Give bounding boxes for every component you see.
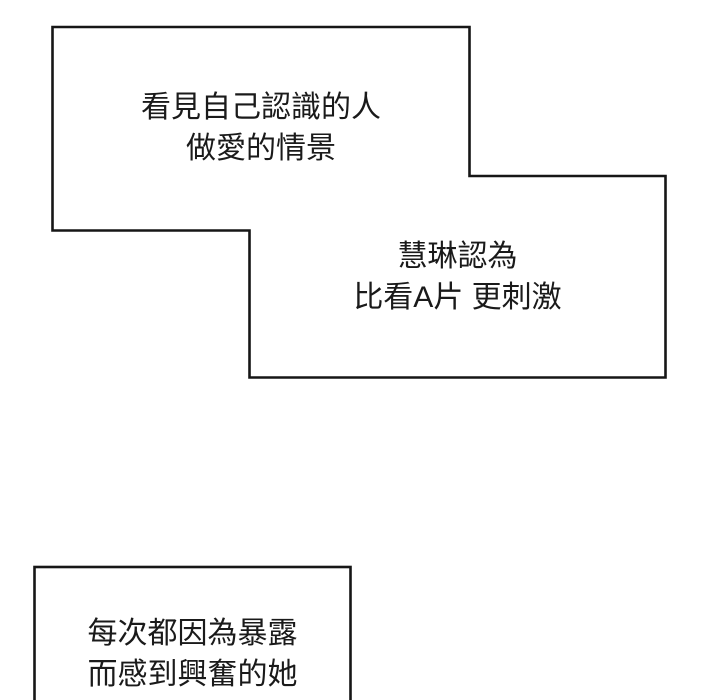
caption-mid-right: 慧琳認為 比看A片 更刺激 [353, 240, 562, 314]
caption-top-left: 看見自己認識的人 做愛的情景 [141, 91, 381, 165]
caption-bottom: 每次都因為暴露 而感到興奮的她 [87, 617, 298, 691]
panel-bottom-border [33, 565, 352, 700]
panel-top-border [51, 25, 667, 379]
